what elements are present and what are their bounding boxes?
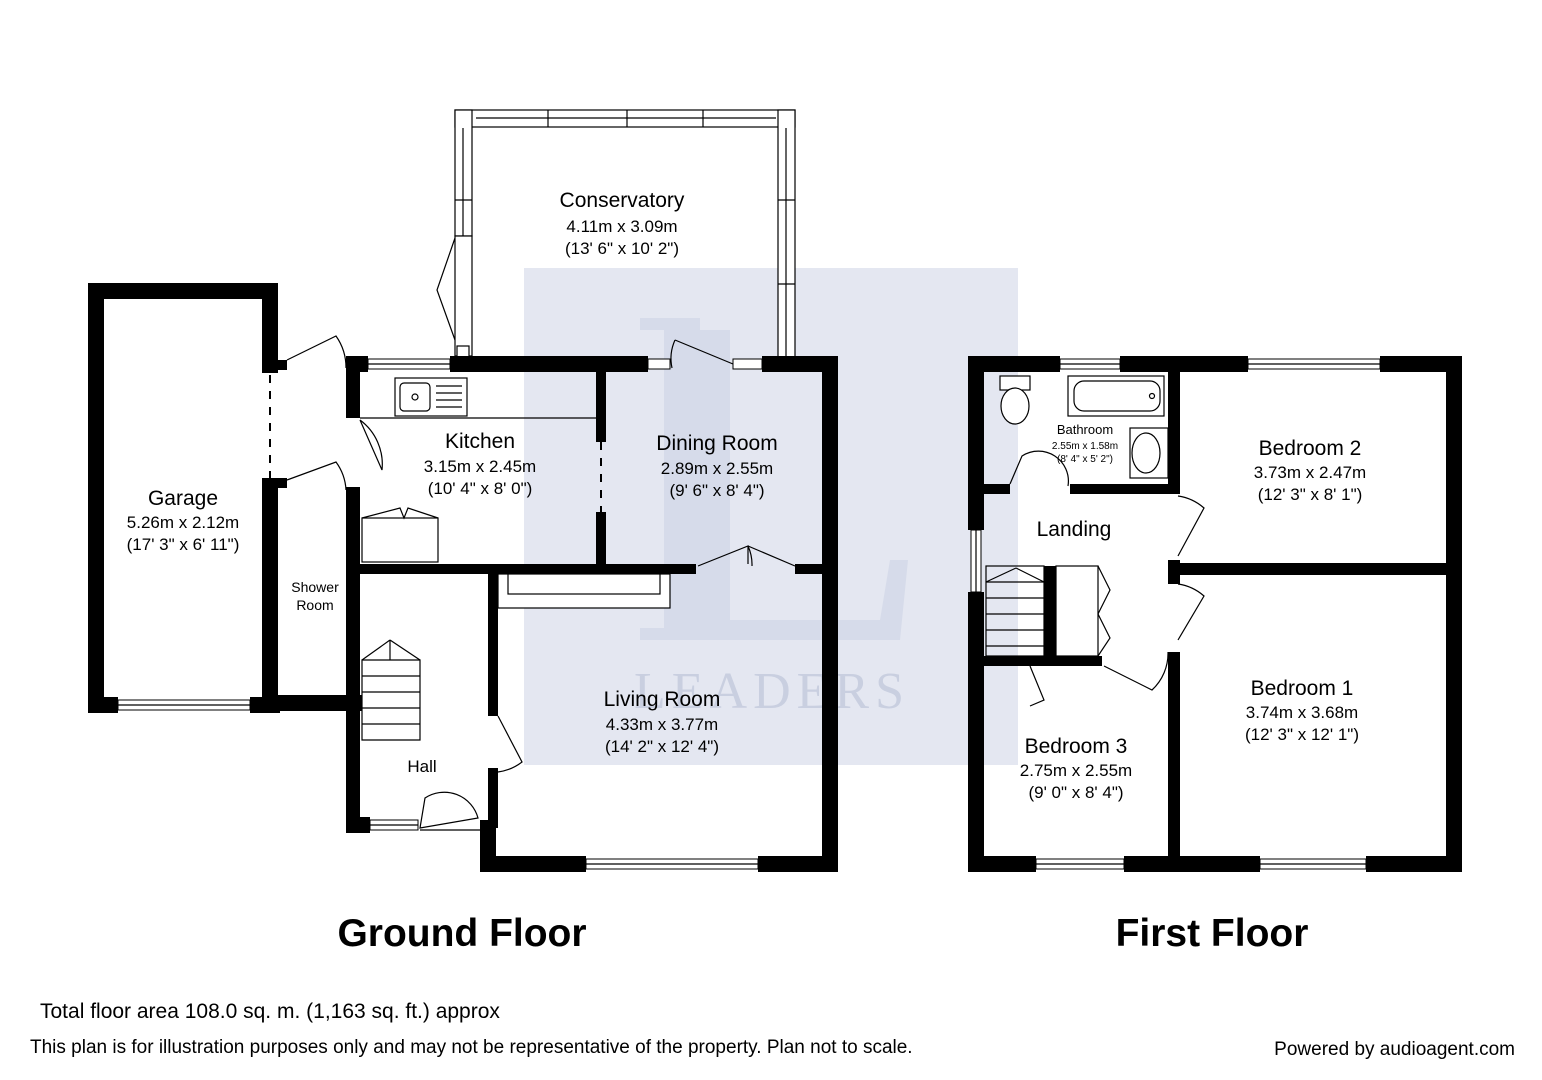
dining-room-label: Dining Room 2.89m x 2.55m (9' 6" x 8' 4"… — [656, 432, 777, 500]
ground-floor-doors[interactable] — [286, 335, 796, 831]
svg-text:4.11m x 3.09m: 4.11m x 3.09m — [566, 217, 677, 236]
watermark-l-mark — [640, 318, 908, 640]
svg-text:5.26m x 2.12m: 5.26m x 2.12m — [127, 513, 239, 532]
svg-text:2.75m x 2.55m: 2.75m x 2.55m — [1020, 761, 1132, 780]
powered-by-text: Powered by audioagent.com — [1274, 1039, 1515, 1060]
ground-floor-windows — [117, 358, 763, 870]
leaders-watermark: LEADERS — [524, 268, 1018, 765]
svg-text:(9' 6" x 8' 4"): (9' 6" x 8' 4") — [669, 481, 764, 500]
bathroom-fittings — [999, 375, 1169, 479]
ground-floor-plan: Conservatory 4.11m x 3.09m (13' 6" x 10'… — [88, 109, 838, 872]
first-floor-walls — [968, 356, 1462, 872]
svg-text:(8' 4" x 5' 2"): (8' 4" x 5' 2") — [1057, 454, 1113, 465]
kitchen-fittings — [360, 377, 596, 563]
svg-text:Garage: Garage — [148, 487, 218, 510]
svg-text:2.89m x 2.55m: 2.89m x 2.55m — [661, 459, 773, 478]
svg-text:(12' 3" x 12' 1"): (12' 3" x 12' 1") — [1245, 725, 1359, 744]
bedroom-3-label: Bedroom 3 2.75m x 2.55m (9' 0" x 8' 4") — [1020, 735, 1132, 802]
hall-label: Hall — [407, 757, 436, 776]
svg-text:Bedroom 1: Bedroom 1 — [1251, 677, 1354, 700]
conservatory-frame — [454, 109, 796, 359]
total-floor-area: Total floor area 108.0 sq. m. (1,163 sq.… — [40, 1000, 500, 1023]
svg-text:Shower: Shower — [291, 579, 339, 595]
svg-text:3.73m x 2.47m: 3.73m x 2.47m — [1254, 463, 1366, 482]
shower-room-label: Shower Room — [291, 579, 339, 613]
svg-text:Room: Room — [296, 597, 333, 613]
landing-label: Landing — [1037, 518, 1112, 541]
disclaimer-text: This plan is for illustration purposes o… — [30, 1037, 913, 1058]
first-floor-plan: Bathroom 2.55m x 1.58m (8' 4" x 5' 2") B… — [968, 356, 1462, 872]
first-floor-doors[interactable] — [1009, 450, 1205, 707]
fireplace-icon — [497, 573, 671, 609]
svg-text:(14' 2" x 12' 4"): (14' 2" x 12' 4") — [605, 737, 719, 756]
svg-text:2.55m x 1.58m: 2.55m x 1.58m — [1052, 441, 1118, 452]
svg-text:3.15m x 2.45m: 3.15m x 2.45m — [424, 457, 536, 476]
svg-text:3.74m x 3.68m: 3.74m x 3.68m — [1246, 703, 1358, 722]
svg-text:Kitchen: Kitchen — [445, 430, 515, 453]
hall-stairs-icon — [361, 639, 421, 741]
living-room-label: Living Room 4.33m x 3.77m (14' 2" x 12' … — [604, 688, 721, 756]
bedroom-2-label: Bedroom 2 3.73m x 2.47m (12' 3" x 8' 1") — [1254, 437, 1366, 504]
ground-floor-walls — [88, 283, 838, 872]
svg-text:Dining Room: Dining Room — [656, 432, 777, 455]
svg-text:Bedroom 2: Bedroom 2 — [1259, 437, 1362, 460]
svg-text:(17' 3" x 6' 11"): (17' 3" x 6' 11") — [127, 535, 240, 554]
bathroom-label: Bathroom 2.55m x 1.58m (8' 4" x 5' 2") — [1052, 422, 1118, 465]
conservatory-label: Conservatory 4.11m x 3.09m (13' 6" x 10'… — [560, 189, 685, 258]
svg-text:(9' 0" x 8' 4"): (9' 0" x 8' 4") — [1028, 783, 1123, 802]
svg-text:(10' 4" x 8' 0"): (10' 4" x 8' 0") — [428, 479, 533, 498]
svg-text:Bedroom 3: Bedroom 3 — [1025, 735, 1128, 758]
ground-floor-title: Ground Floor — [337, 912, 586, 955]
svg-text:4.33m x 3.77m: 4.33m x 3.77m — [606, 715, 718, 734]
landing-stairs-icon — [985, 565, 1045, 657]
watermark-brand: LEADERS — [634, 663, 910, 720]
garage-label: Garage 5.26m x 2.12m (17' 3" x 6' 11") — [127, 487, 240, 554]
kitchen-cupboard-icon — [361, 517, 439, 563]
conservatory-bifold-door — [436, 237, 456, 341]
svg-text:(13' 6" x 10' 2"): (13' 6" x 10' 2") — [565, 239, 679, 258]
svg-text:(12' 3" x 8' 1"): (12' 3" x 8' 1") — [1258, 485, 1363, 504]
first-floor-windows — [970, 358, 1381, 870]
airing-cupboard-icon — [1055, 565, 1111, 657]
svg-text:Bathroom: Bathroom — [1057, 422, 1113, 437]
svg-text:Conservatory: Conservatory — [560, 189, 685, 212]
watermark-panel — [524, 268, 1018, 765]
svg-text:Living Room: Living Room — [604, 688, 721, 711]
first-floor-title: First Floor — [1116, 912, 1309, 955]
bedroom-1-label: Bedroom 1 3.74m x 3.68m (12' 3" x 12' 1"… — [1245, 677, 1359, 744]
kitchen-label: Kitchen 3.15m x 2.45m (10' 4" x 8' 0") — [424, 430, 536, 498]
